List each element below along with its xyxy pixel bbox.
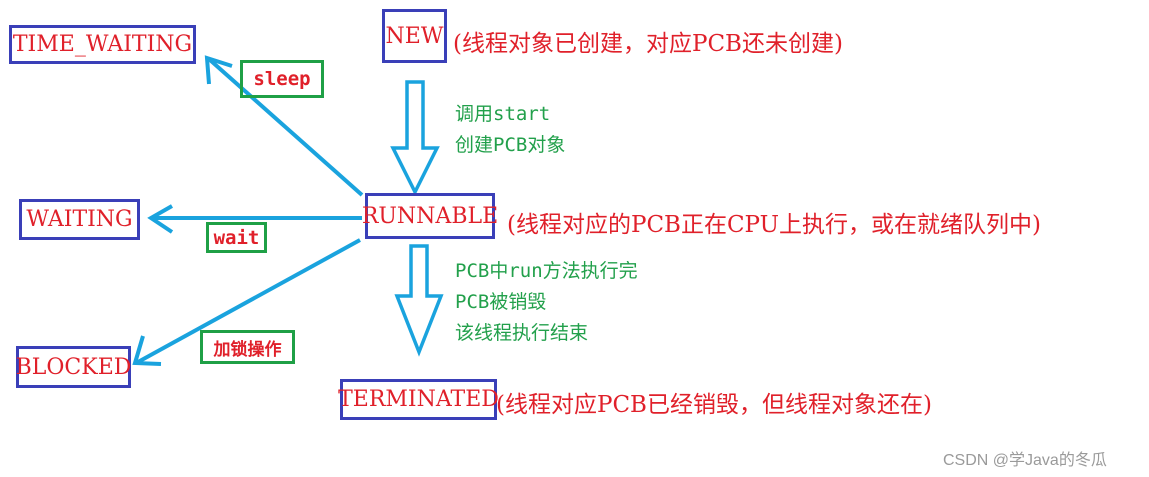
state-runnable-label: RUNNABLE <box>361 203 499 229</box>
arrow-runnable-to-blocked <box>137 238 361 364</box>
arrow-head-time-waiting <box>204 55 233 85</box>
arrow-runnable-to-time-waiting <box>208 58 364 197</box>
note-runnable: (线程对应的PCB正在CPU上执行，或在就绪队列中) <box>507 212 1041 238</box>
state-runnable: RUNNABLE <box>361 193 499 239</box>
state-time-waiting-label: TIME_WAITING <box>12 32 193 57</box>
arrow-new-to-runnable <box>390 80 440 196</box>
transition-lock-label: 加锁操作 <box>213 339 282 360</box>
state-terminated: TERMINATED <box>338 379 499 420</box>
transition-wait: wait <box>206 222 267 253</box>
step-finish-line-2: PCB被销毁 <box>455 291 547 313</box>
arrow-runnable-to-terminated <box>394 244 444 357</box>
state-new: NEW <box>382 9 447 63</box>
watermark: CSDN @学Java的冬瓜 <box>943 452 1107 469</box>
note-terminated: (线程对应PCB已经销毁，但线程对象还在) <box>496 392 932 418</box>
step-start-line-2: 创建PCB对象 <box>455 134 566 156</box>
step-finish-line-1: PCB中run方法执行完 <box>455 260 638 282</box>
transition-sleep: sleep <box>240 60 324 98</box>
state-time-waiting: TIME_WAITING <box>9 25 196 64</box>
transition-sleep-label: sleep <box>253 68 311 90</box>
state-waiting-label: WAITING <box>26 207 133 232</box>
note-new: (线程对象已创建，对应PCB还未创建) <box>453 31 843 57</box>
arrow-head-waiting <box>147 204 174 234</box>
step-finish: PCB中run方法执行完 PCB被销毁 该线程执行结束 <box>455 256 638 349</box>
transition-wait-label: wait <box>213 226 260 249</box>
transition-lock: 加锁操作 <box>200 330 295 364</box>
state-terminated-label: TERMINATED <box>338 387 499 412</box>
arrow-head-blocked <box>132 335 162 366</box>
state-blocked-label: BLOCKED <box>15 354 132 380</box>
state-new-label: NEW <box>385 23 444 49</box>
step-start: 调用start 创建PCB对象 <box>455 99 565 161</box>
step-finish-line-3: 该线程执行结束 <box>455 322 589 344</box>
state-waiting: WAITING <box>19 199 140 240</box>
state-blocked: BLOCKED <box>16 346 131 388</box>
step-start-line-1: 调用start <box>455 103 551 125</box>
